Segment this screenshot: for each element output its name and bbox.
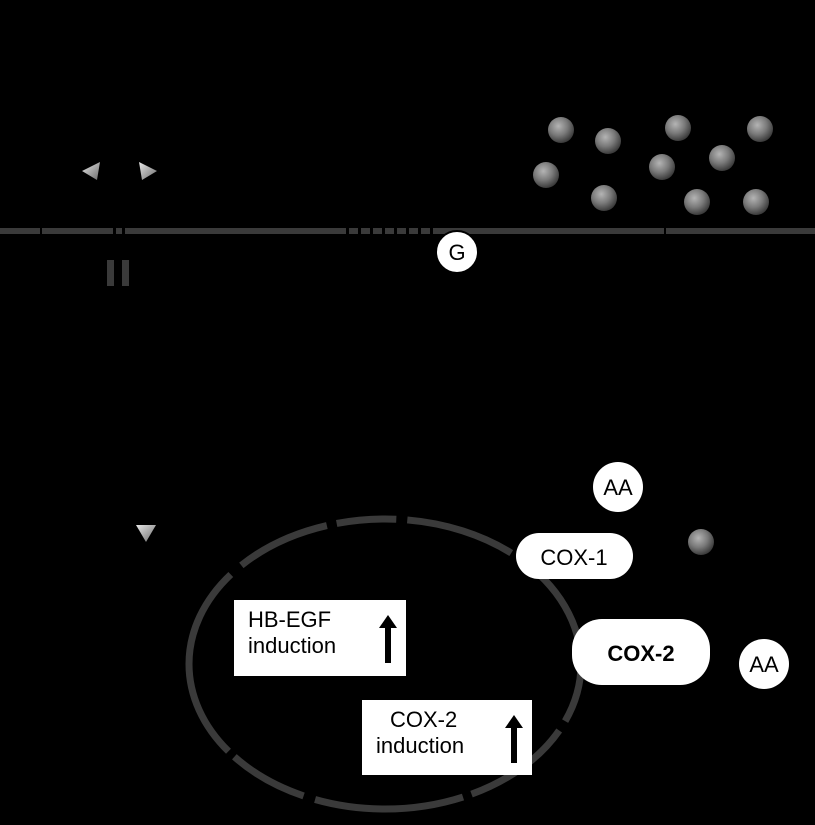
cox2-induction-box: COX-2 induction bbox=[362, 700, 532, 775]
ligand-sphere-icon bbox=[747, 116, 773, 142]
cox2-induction-line2: induction bbox=[376, 733, 465, 758]
up-arrow-icon bbox=[379, 615, 397, 663]
hbegf-induction-box: HB-EGF induction bbox=[234, 600, 406, 676]
aa-label: AA bbox=[749, 652, 779, 677]
receptor-dimer-mark bbox=[107, 260, 129, 286]
cox2-induction-line1: COX-2 bbox=[390, 707, 458, 732]
up-arrow-icon bbox=[505, 715, 523, 763]
ligand-sphere-icon bbox=[665, 115, 691, 141]
ligand-sphere-icon bbox=[533, 162, 559, 188]
ligand-sphere-icon bbox=[649, 154, 675, 180]
hbegf-induction-line2: induction bbox=[248, 633, 337, 658]
ligand-sphere-icon bbox=[709, 145, 735, 171]
aa-node-right: AA bbox=[739, 639, 789, 689]
ligand-spheres bbox=[533, 115, 773, 555]
g-protein-node: G bbox=[435, 230, 479, 274]
hbegf-induction-line1: HB-EGF bbox=[248, 607, 332, 632]
g-protein-label: G bbox=[448, 240, 465, 265]
ligand-sphere-icon bbox=[684, 189, 710, 215]
aa-label: AA bbox=[603, 475, 633, 500]
ligand-sphere-icon bbox=[743, 189, 769, 215]
cox1-node: COX-1 bbox=[516, 533, 633, 579]
ligand-sphere-icon bbox=[591, 185, 617, 211]
ligand-arrowhead-down-icon bbox=[136, 525, 156, 542]
ligand-sphere-icon bbox=[595, 128, 621, 154]
aa-node-top: AA bbox=[593, 462, 643, 512]
ligand-arrowhead-right-icon bbox=[139, 162, 157, 180]
ligand-sphere-icon bbox=[548, 117, 574, 143]
ligand-arrowhead-left-icon bbox=[82, 162, 100, 180]
plasma-membrane bbox=[0, 228, 815, 234]
cox1-label: COX-1 bbox=[540, 545, 607, 570]
ligand-sphere-icon bbox=[688, 529, 714, 555]
cox2-node: COX-2 bbox=[572, 619, 710, 685]
cox2-label: COX-2 bbox=[607, 641, 674, 666]
